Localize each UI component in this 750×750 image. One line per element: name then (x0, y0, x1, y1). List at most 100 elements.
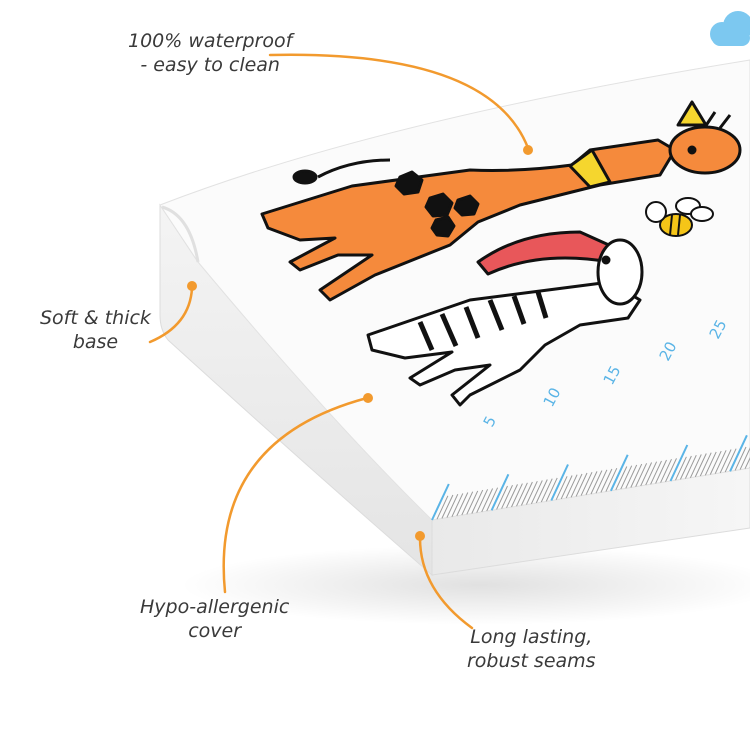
callout-seams-line1: Long lasting, (470, 626, 593, 648)
zebra-illustration (366, 230, 644, 407)
giraffe-horn (703, 111, 717, 128)
zebra-head (596, 238, 644, 306)
giraffe-illustration (260, 100, 742, 302)
leader-waterproof (268, 53, 530, 150)
ruler-tick (665, 458, 677, 483)
ruler-tick (486, 487, 499, 512)
ruler-tick (446, 493, 459, 518)
callout-dots (187, 145, 533, 541)
ruler-tick (650, 460, 662, 485)
ruler-tick (684, 454, 697, 479)
giraffe-tail (317, 158, 391, 179)
ruler-tick (605, 467, 618, 492)
ruler-tick (555, 476, 568, 500)
ruler-tick (625, 464, 638, 489)
ruler-tick (595, 469, 608, 494)
leader-cover (222, 396, 369, 594)
ruler-tick (704, 451, 717, 476)
zebra-stripes (417, 291, 549, 351)
giraffe-body (260, 138, 677, 302)
dot-cover (363, 393, 373, 403)
ruler-tick (490, 473, 510, 511)
ruler-tick (635, 463, 648, 487)
ruler-tick (679, 455, 692, 480)
ruler-ticks (431, 434, 750, 521)
callout-seams: Long lasting, robust seams (467, 626, 596, 674)
callout-base: Soft & thick base (40, 307, 151, 355)
ruler-tick (461, 491, 474, 516)
bee-illustration (645, 197, 714, 237)
ruler-tick (451, 493, 464, 518)
ruler-tick (570, 473, 583, 498)
ruler-tick (431, 483, 450, 521)
giraffe-spot (430, 215, 456, 238)
ruler-tick (506, 484, 518, 509)
giraffe-spot (424, 192, 454, 218)
ruler-tick (525, 480, 538, 505)
leader-base (148, 286, 194, 344)
ruler-tick (620, 465, 633, 490)
giraffe-ear (676, 100, 708, 127)
giraffe-horn (718, 114, 732, 129)
mat-shadow (180, 545, 750, 625)
ruler-tick (580, 471, 593, 496)
ruler-tick (476, 489, 489, 513)
giraffe-neck-stripe (568, 148, 612, 189)
dot-base (187, 281, 197, 291)
mat-top-surface (159, 59, 750, 521)
ruler-tick (590, 470, 603, 495)
dot-seams (415, 531, 425, 541)
ruler-tick (436, 495, 449, 520)
ruler-tick (600, 468, 613, 493)
ruler-tick (466, 490, 479, 515)
ruler-tick (535, 479, 548, 504)
ruler-tick (520, 481, 533, 506)
giraffe-tail-tuft (292, 169, 318, 185)
ruler-tick (734, 446, 747, 471)
ruler-tick (645, 461, 658, 486)
ruler-tick (739, 447, 750, 470)
ruler-tick (694, 453, 707, 478)
dot-waterproof (523, 145, 533, 155)
cloud-illustration (710, 11, 750, 46)
ruler-tick (456, 492, 469, 517)
ruler-tick (660, 458, 672, 483)
ruler-tick (565, 474, 578, 499)
callout-waterproof-line1: 100% waterproof (128, 30, 293, 52)
ruler-tick (530, 480, 543, 505)
giraffe-spot (394, 170, 424, 196)
ruler-tick (744, 456, 750, 470)
bee-head (645, 201, 667, 223)
bee-body (659, 213, 693, 237)
ruler-tick (560, 475, 573, 500)
ruler-tick (689, 454, 702, 479)
callout-waterproof: 100% waterproof - easy to clean (128, 30, 292, 78)
ruler-tick (496, 485, 508, 510)
callout-base-line1: Soft & thick (40, 307, 151, 329)
ruler-tick (724, 448, 737, 473)
ruler-tick (615, 466, 628, 491)
ruler-tick (585, 471, 598, 496)
ruler-tick (709, 450, 722, 475)
ruler-tick (729, 434, 748, 472)
ruler-tick (545, 477, 558, 502)
callout-cover: Hypo-allergenic cover (140, 596, 289, 644)
ruler-tick (501, 484, 513, 509)
callout-waterproof-line2: - easy to clean (140, 53, 280, 76)
ruler-tick (575, 472, 588, 497)
ruler-tick (481, 488, 494, 513)
ruler-tick (655, 459, 667, 484)
ruler-tick (675, 456, 687, 481)
ruler-tick (511, 483, 523, 508)
callout-cover-line1: Hypo-allergenic (140, 596, 290, 618)
ruler-tick (441, 494, 454, 519)
ruler-tick (516, 482, 528, 507)
ruler-tick (669, 444, 689, 482)
callout-leaders (148, 53, 530, 630)
ruler-tick (699, 452, 712, 477)
callout-seams-line2: robust seams (467, 649, 596, 672)
bee-wing (690, 206, 714, 222)
ruler-tick (540, 478, 553, 503)
giraffe-spot (453, 194, 480, 217)
